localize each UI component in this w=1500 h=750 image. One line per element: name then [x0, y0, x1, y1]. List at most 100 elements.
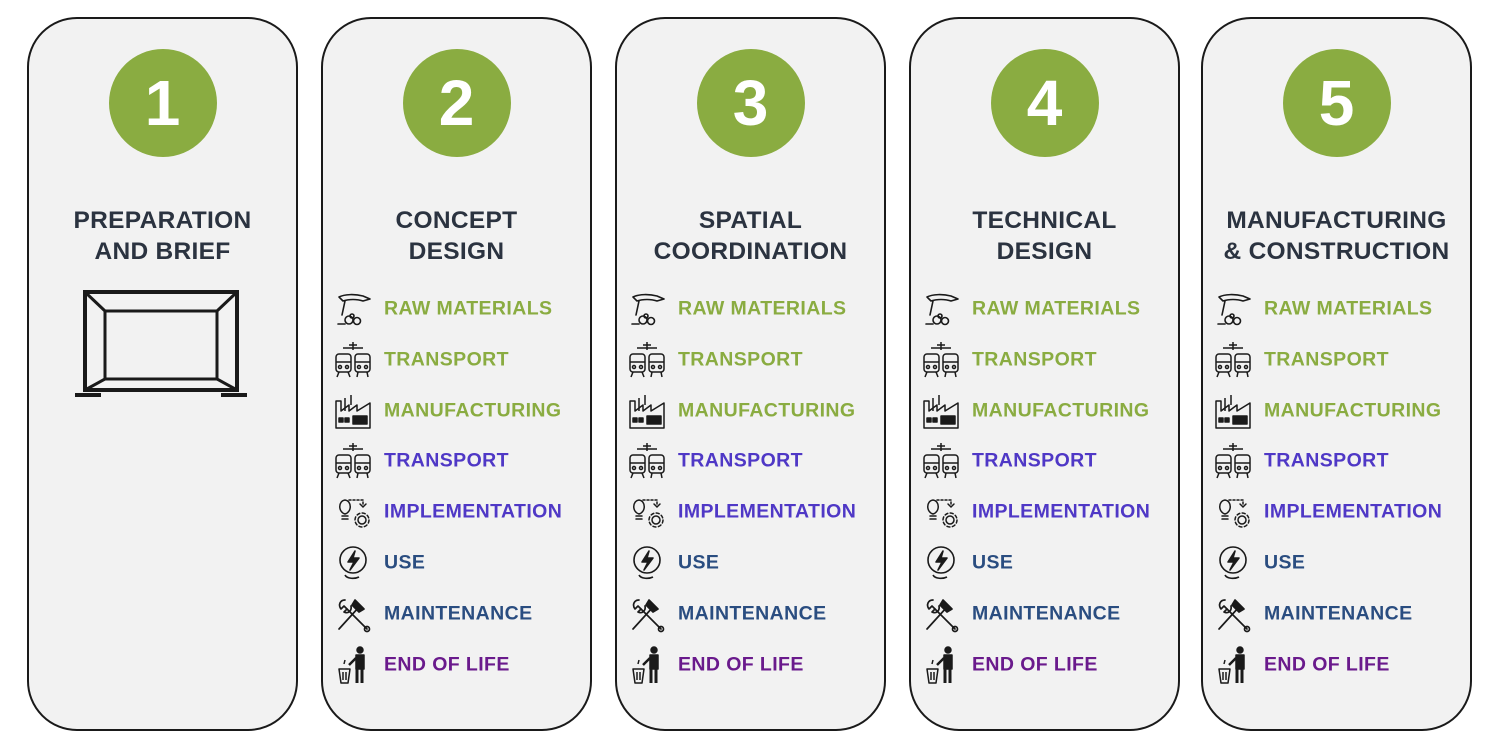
- lifecycle-item-label: IMPLEMENTATION: [678, 500, 857, 523]
- stage-title-line: MANUFACTURING: [1226, 207, 1447, 234]
- transport-icon: [629, 443, 665, 479]
- stage-title: MANUFACTURING & CONSTRUCTION: [1203, 205, 1470, 267]
- lifecycle-item-label: MAINTENANCE: [1264, 602, 1413, 625]
- lifecycle-item-label: TRANSPORT: [678, 449, 803, 472]
- lifecycle-item-label: MAINTENANCE: [384, 602, 533, 625]
- lifecycle-item-implementation: IMPLEMENTATION: [323, 492, 590, 532]
- lifecycle-item-maintenance: MAINTENANCE: [617, 594, 884, 634]
- lifecycle-item-use: USE: [323, 543, 590, 583]
- stage-number-badge: 4: [990, 49, 1099, 157]
- lightbulb-gear-icon: [339, 499, 370, 528]
- energy-use-icon: [927, 546, 955, 580]
- lifecycle-item-label: MANUFACTURING: [1264, 399, 1442, 422]
- stage-title-line: & CONSTRUCTION: [1223, 238, 1450, 265]
- lifecycle-item-implementation: IMPLEMENTATION: [911, 492, 1178, 532]
- lifecycle-item-use: USE: [617, 543, 884, 583]
- lightbulb-gear-icon: [927, 499, 958, 528]
- stage-title: PREPARATION AND BRIEF: [29, 205, 296, 267]
- stages-diagram: 1 PREPARATION AND BRIEF 2 CONCEPT DESIGN…: [27, 17, 1475, 733]
- bin-person-icon: [926, 645, 953, 684]
- lifecycle-item-use: USE: [911, 543, 1178, 583]
- transport-icon: [923, 341, 959, 378]
- stage-title-line: DESIGN: [408, 238, 505, 265]
- factory-icon: [335, 394, 371, 429]
- tools-icon: [632, 598, 665, 633]
- bin-person-icon: [632, 645, 659, 684]
- transport-icon: [1215, 443, 1251, 479]
- transport-icon: [335, 443, 371, 479]
- lifecycle-item-raw: RAW MATERIALS: [323, 289, 590, 329]
- lifecycle-item-label: IMPLEMENTATION: [384, 500, 563, 523]
- energy-use-icon: [339, 546, 367, 580]
- stage-card-3: 3 SPATIAL COORDINATION RAW MATERIALS TRAN…: [615, 17, 886, 731]
- lifecycle-item-label: END OF LIFE: [1264, 653, 1390, 676]
- stage-title-line: SPATIAL: [698, 207, 803, 234]
- lifecycle-item-label: RAW MATERIALS: [678, 297, 847, 320]
- stage-title: SPATIAL COORDINATION: [617, 205, 884, 267]
- lifecycle-item-transport1: TRANSPORT: [617, 340, 884, 380]
- bin-person-icon: [1218, 645, 1245, 684]
- lifecycle-item-maintenance: MAINTENANCE: [1203, 594, 1470, 634]
- lifecycle-item-implementation: IMPLEMENTATION: [1203, 492, 1470, 532]
- stage-number-badge: 3: [696, 49, 805, 157]
- lifecycle-item-raw: RAW MATERIALS: [617, 289, 884, 329]
- stage-title: CONCEPT DESIGN: [323, 205, 590, 267]
- lifecycle-item-label: RAW MATERIALS: [1264, 297, 1433, 320]
- lifecycle-item-transport1: TRANSPORT: [323, 340, 590, 380]
- lifecycle-item-use: USE: [1203, 543, 1470, 583]
- lifecycle-item-transport2: TRANSPORT: [1203, 441, 1470, 481]
- lifecycle-item-label: USE: [678, 551, 720, 574]
- stage-title-line: COORDINATION: [653, 238, 848, 265]
- lifecycle-item-label: RAW MATERIALS: [972, 297, 1141, 320]
- lifecycle-item-transport1: TRANSPORT: [1203, 340, 1470, 380]
- lifecycle-item-label: USE: [972, 551, 1014, 574]
- lifecycle-item-label: RAW MATERIALS: [384, 297, 553, 320]
- lifecycle-item-label: END OF LIFE: [678, 653, 804, 676]
- tools-icon: [926, 598, 959, 633]
- stage-title-line: DESIGN: [996, 238, 1093, 265]
- lifecycle-item-eol: END OF LIFE: [323, 645, 590, 685]
- lifecycle-item-transport2: TRANSPORT: [323, 441, 590, 481]
- lifecycle-item-label: TRANSPORT: [384, 348, 509, 371]
- lifecycle-item-label: IMPLEMENTATION: [1264, 500, 1443, 523]
- lifecycle-item-label: TRANSPORT: [1264, 449, 1389, 472]
- stage-title-line: CONCEPT: [395, 207, 518, 234]
- lifecycle-item-label: END OF LIFE: [384, 653, 510, 676]
- stage-title-line: AND BRIEF: [94, 238, 231, 265]
- stage-number-badge: 1: [108, 49, 217, 157]
- energy-use-icon: [633, 546, 661, 580]
- lifecycle-item-label: TRANSPORT: [678, 348, 803, 371]
- lightbulb-gear-icon: [633, 499, 664, 528]
- stage-title-line: PREPARATION: [73, 207, 252, 234]
- lifecycle-item-label: MANUFACTURING: [972, 399, 1150, 422]
- tools-icon: [338, 598, 371, 633]
- energy-use-icon: [1219, 546, 1247, 580]
- frame-icon: [75, 290, 247, 397]
- lifecycle-item-eol: END OF LIFE: [617, 645, 884, 685]
- bin-person-icon: [338, 645, 365, 684]
- lifecycle-item-label: MANUFACTURING: [384, 399, 562, 422]
- tools-icon: [1218, 598, 1251, 633]
- stage-card-1: 1 PREPARATION AND BRIEF: [27, 17, 298, 731]
- lifecycle-item-label: TRANSPORT: [972, 449, 1097, 472]
- lifecycle-item-manufacturing: MANUFACTURING: [911, 391, 1178, 431]
- lifecycle-item-manufacturing: MANUFACTURING: [617, 391, 884, 431]
- lifecycle-item-label: MANUFACTURING: [678, 399, 856, 422]
- raw-materials-icon: [1217, 293, 1251, 326]
- transport-icon: [1215, 341, 1251, 378]
- lifecycle-item-label: TRANSPORT: [972, 348, 1097, 371]
- lifecycle-item-label: END OF LIFE: [972, 653, 1098, 676]
- lifecycle-item-transport2: TRANSPORT: [911, 441, 1178, 481]
- lifecycle-item-raw: RAW MATERIALS: [911, 289, 1178, 329]
- lifecycle-item-eol: END OF LIFE: [1203, 645, 1470, 685]
- transport-icon: [335, 341, 371, 378]
- lifecycle-item-eol: END OF LIFE: [911, 645, 1178, 685]
- stage-title-line: TECHNICAL: [972, 207, 1117, 234]
- lifecycle-item-label: MAINTENANCE: [678, 602, 827, 625]
- lifecycle-item-label: TRANSPORT: [384, 449, 509, 472]
- stage-card-5: 5 MANUFACTURING & CONSTRUCTION RAW MATER…: [1201, 17, 1472, 731]
- raw-materials-icon: [337, 293, 371, 326]
- transport-icon: [629, 341, 665, 378]
- lifecycle-item-raw: RAW MATERIALS: [1203, 289, 1470, 329]
